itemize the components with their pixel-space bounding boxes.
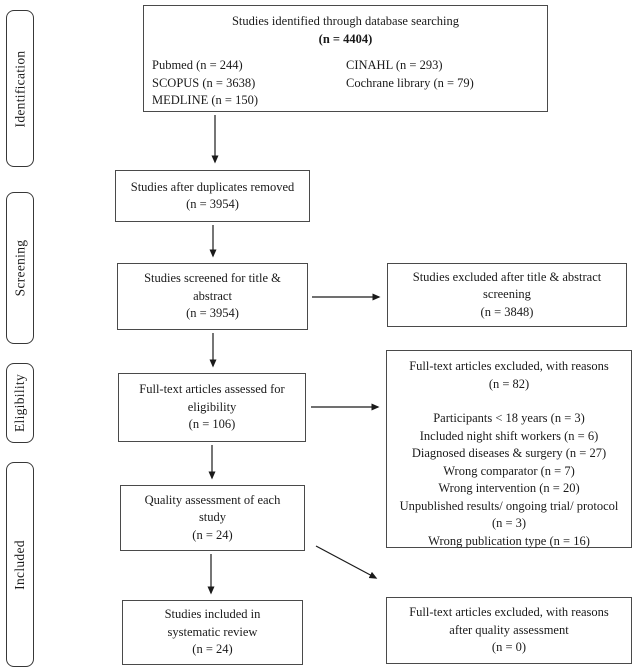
stage-identification-label: Identification <box>12 50 28 127</box>
identified-count: (n = 4404) <box>318 31 373 46</box>
box-excluded-after-screening: Studies excluded after title & abstract … <box>387 263 627 327</box>
box-studies-identified: Studies identified through database sear… <box>143 5 548 112</box>
excluded-fulltext-reason-list: Participants < 18 years (n = 3) Included… <box>399 411 619 548</box>
stage-identification: Identification <box>6 10 34 167</box>
stage-included-label: Included <box>12 539 28 590</box>
box-included-in-review: Studies included in systematic review (n… <box>122 600 303 665</box>
stage-screening: Screening <box>6 192 34 344</box>
identified-sources-col2: CINAHL (n = 293) Cochrane library (n = 7… <box>346 58 474 90</box>
identified-sources-col1: Pubmed (n = 244) SCOPUS (n = 3638) MEDLI… <box>152 58 258 107</box>
identified-sources: Pubmed (n = 244) SCOPUS (n = 3638) MEDLI… <box>144 57 547 110</box>
box-excluded-fulltext-reasons: Full-text articles excluded, with reason… <box>386 350 632 548</box>
stage-eligibility-label: Eligibility <box>12 373 27 433</box>
stage-eligibility: Eligibility <box>6 363 34 443</box>
box-excluded-after-quality: Full-text articles excluded, with reason… <box>386 597 632 664</box>
box-quality-assessment: Quality assessment of each study (n = 24… <box>120 485 305 551</box>
stage-screening-label: Screening <box>12 239 27 297</box>
identified-title: Studies identified through database sear… <box>231 14 460 28</box>
arrow-quality-to-excluded <box>315 545 378 579</box>
box-studies-screened: Studies screened for title & abstract (n… <box>117 263 308 330</box>
excluded-fulltext-header: Full-text articles excluded, with reason… <box>409 359 609 391</box>
stage-included: Included <box>6 462 34 667</box>
box-fulltext-assessed: Full-text articles assessed for eligibil… <box>118 373 306 442</box>
box-duplicates-removed: Studies after duplicates removed (n = 39… <box>115 170 310 222</box>
